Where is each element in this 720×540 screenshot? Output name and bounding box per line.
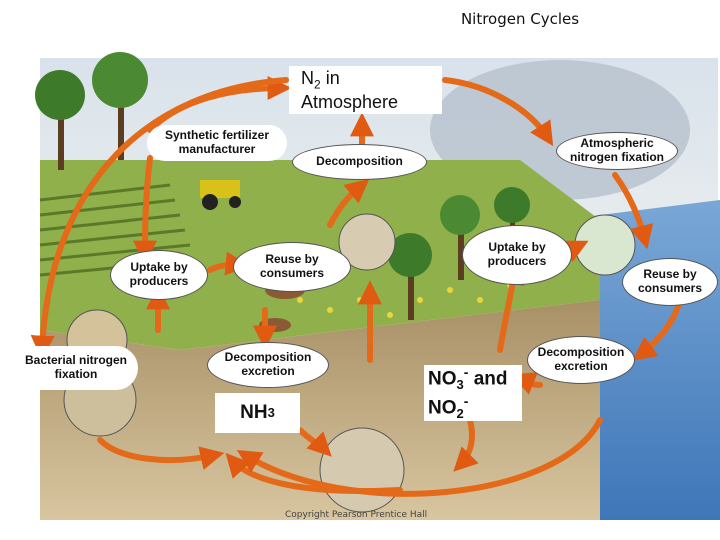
no2-line: NO2-	[428, 393, 468, 422]
page-title: Nitrogen Cycles	[460, 10, 580, 28]
reuse-by-consumers-right-label: Reuse by consumers	[622, 258, 718, 306]
nh3-symbol: NH	[240, 401, 268, 423]
decomposition-excretion-right-label: Decomposition excretion	[527, 336, 635, 384]
trees	[35, 52, 530, 320]
no2-symbol: NO	[428, 397, 457, 419]
and-word: and	[473, 368, 508, 390]
arrow-no3-down	[453, 417, 479, 472]
atmospheric-nitrogen-fixation-label: Atmospheric nitrogen fixation	[556, 132, 678, 170]
arrow-fixation-to-ocean	[612, 172, 654, 250]
decomposition-excretion-left-label: Decomposition excretion	[207, 342, 329, 388]
tractor	[200, 180, 241, 210]
arrow-bacterial-to-nh3	[97, 437, 225, 470]
bacterial-nitrogen-fixation-label: Bacterial nitrogen fixation	[14, 346, 138, 390]
copyright-notice: Copyright Pearson Prentice Hall	[285, 510, 428, 520]
arrow-atmosphere-to-fixation	[442, 77, 554, 147]
reuse-by-consumers-left-label: Reuse by consumers	[233, 242, 351, 292]
no3-charge: -	[463, 364, 469, 381]
n2-atmosphere-word: Atmosphere	[301, 92, 399, 113]
nh3-subscript: 3	[267, 405, 275, 421]
n2-in: in	[320, 68, 340, 88]
no2-subscript: 2	[456, 406, 464, 422]
n2-atmosphere-label: N2 in Atmosphere	[289, 66, 442, 114]
uptake-by-producers-left-label: Uptake by producers	[110, 250, 208, 300]
no3-line: NO3- and	[428, 364, 507, 393]
n2-symbol: N	[301, 68, 314, 88]
uptake-by-producers-right-label: Uptake by producers	[462, 225, 572, 285]
arrow-atmosphere-to-bacterial	[30, 77, 289, 360]
arrow-fertilizer-down	[133, 155, 158, 265]
nitrate-nitrite-label: NO3- and NO2-	[424, 364, 522, 422]
arrow-nh3-to-no3	[297, 427, 332, 457]
no3-subscript: 3	[456, 377, 464, 393]
synthetic-fertilizer-label: Synthetic fertilizer manufacturer	[147, 125, 287, 161]
arrow-reuse-to-decomposition	[327, 178, 370, 228]
no3-symbol: NO	[428, 368, 457, 390]
arrow-bottom-cycle	[236, 417, 603, 497]
no2-charge: -	[463, 393, 469, 409]
decomposition-top-label: Decomposition	[292, 144, 427, 180]
n2-subscript: 2	[314, 77, 321, 92]
